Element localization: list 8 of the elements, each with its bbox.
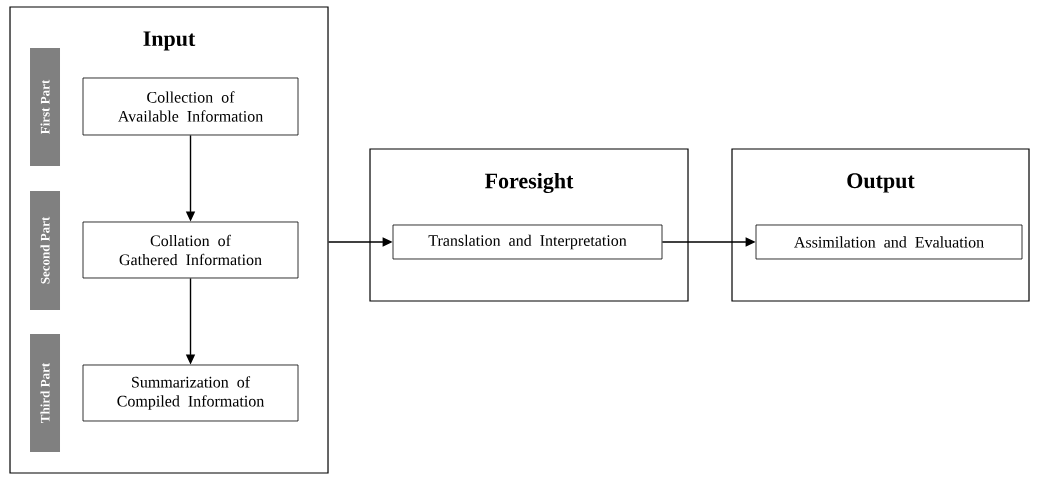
- part-band: Third Part: [30, 334, 60, 452]
- part-band: First Part: [30, 48, 60, 166]
- process-box: Assimilation and Evaluation: [755, 224, 1023, 260]
- process-box: Collation of Gathered Information: [82, 221, 299, 279]
- process-box: Translation and Interpretation: [392, 224, 663, 260]
- process-box: Collection of Available Information: [82, 77, 299, 136]
- process-box: Summarization of Compiled Information: [82, 364, 299, 422]
- part-band: Second Part: [30, 191, 60, 310]
